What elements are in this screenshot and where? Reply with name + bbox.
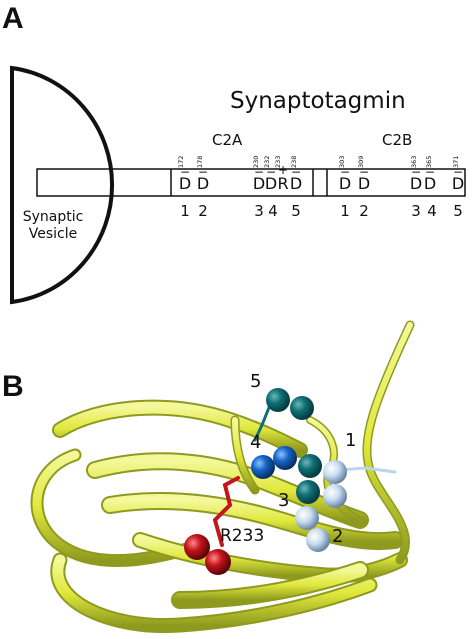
- site-1-sphere: [323, 484, 347, 508]
- site-label-1: 1: [345, 430, 357, 451]
- site-number: 3: [411, 202, 421, 220]
- site-number: 4: [268, 202, 278, 220]
- site-5-sphere: [290, 396, 314, 420]
- residue-letter: D: [289, 174, 303, 193]
- site-1-sphere: [323, 460, 347, 484]
- site-4-sphere: [251, 455, 275, 479]
- protein-title: Synaptotagmin: [230, 88, 406, 114]
- residue-letter: D: [451, 174, 465, 193]
- site-label-3: 3: [278, 490, 290, 511]
- protein-bar: [36, 168, 466, 197]
- site-number: 1: [180, 202, 190, 220]
- site-label-2: 2: [332, 526, 344, 547]
- residue-letter: D: [178, 174, 192, 193]
- vesicle-shape: [10, 65, 115, 305]
- charge-sign: +: [277, 163, 289, 177]
- vesicle-label-line1: Synaptic: [22, 209, 84, 225]
- site-3-sphere: [296, 480, 320, 504]
- domain-label-c2a: C2A: [212, 131, 243, 149]
- panel-a-label: A: [2, 2, 24, 35]
- residue-letter: D: [357, 174, 371, 193]
- charge-sign: −: [452, 165, 464, 179]
- site-number: 4: [427, 202, 437, 220]
- vesicle-label-line2: Vesicle: [28, 226, 78, 242]
- domain-label-c2b: C2B: [382, 131, 413, 149]
- residue-letter: D: [338, 174, 352, 193]
- r233-sphere: [184, 534, 210, 560]
- residue-letter: D: [196, 174, 210, 193]
- residue-letter: D: [264, 174, 278, 193]
- residue-letter: R: [277, 174, 289, 193]
- site-label-4: 4: [250, 432, 262, 453]
- site-2-sphere: [306, 528, 330, 552]
- protein-structure: [30, 320, 415, 634]
- site-3-sphere: [298, 454, 322, 478]
- site-number: 2: [198, 202, 208, 220]
- charge-sign: −: [339, 165, 351, 179]
- site-2-sphere: [295, 506, 319, 530]
- site-number: 3: [254, 202, 264, 220]
- site-number: 5: [291, 202, 301, 220]
- charge-sign: −: [179, 165, 191, 179]
- charge-sign: −: [424, 165, 436, 179]
- charge-sign: −: [290, 165, 302, 179]
- charge-sign: −: [358, 165, 370, 179]
- charge-sign: −: [410, 165, 422, 179]
- residue-label-r233: R233: [220, 526, 265, 546]
- site-number: 2: [359, 202, 369, 220]
- charge-sign: −: [265, 165, 277, 179]
- charge-sign: −: [197, 165, 209, 179]
- residue-letter: D: [423, 174, 437, 193]
- residue-letter: D: [409, 174, 423, 193]
- site-4-sphere: [273, 446, 297, 470]
- site-5-sphere: [266, 388, 290, 412]
- panel-a-diagram: [10, 65, 466, 305]
- site-label-5: 5: [250, 371, 262, 392]
- site-number: 5: [453, 202, 463, 220]
- charge-sign: −: [253, 165, 265, 179]
- site-number: 1: [340, 202, 350, 220]
- vesicle-label: Synaptic Vesicle: [18, 209, 88, 243]
- r233-sphere: [205, 549, 231, 575]
- panel-b-label: B: [2, 370, 24, 403]
- residue-letter: D: [252, 174, 266, 193]
